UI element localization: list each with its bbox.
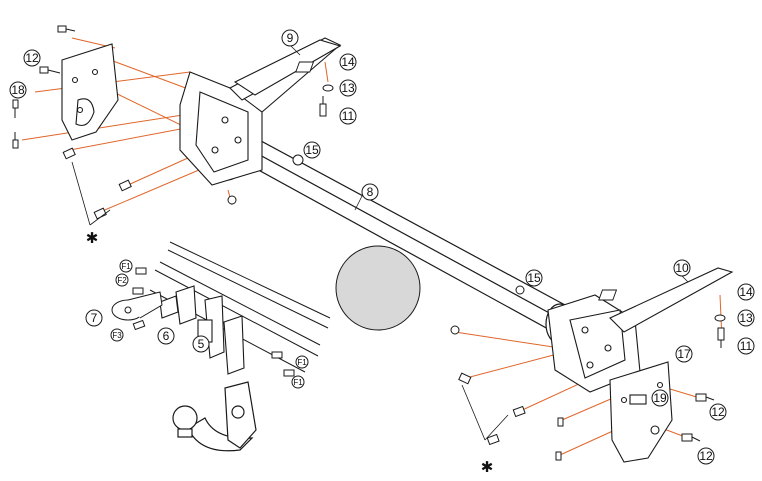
hub-circle: [335, 245, 421, 331]
callout-f1-top: F1: [121, 262, 131, 271]
callout-f2: F2: [117, 276, 127, 285]
callout-7: 7: [91, 311, 98, 325]
star-marker-left: ✱: [86, 229, 99, 247]
callout-12-right-bottom: 12: [699, 449, 713, 463]
callout-f3: F3: [112, 331, 122, 340]
callout-12-left: 12: [25, 51, 39, 65]
callout-f1-bottom: F1: [293, 378, 303, 387]
callout-18: 18: [11, 83, 25, 97]
left-outer-plate: [61, 43, 119, 141]
arm-part-9: [233, 39, 342, 96]
callout-f1-mid: F1: [297, 358, 307, 367]
tow-ball: [172, 381, 257, 452]
leader-lines: [71, 44, 689, 441]
callout-14-right: 14: [739, 285, 753, 299]
callout-5: 5: [198, 337, 205, 351]
electrical-plate-part-7: [111, 291, 163, 321]
callout-13-left: 13: [341, 81, 355, 95]
callout-12-right-top: 12: [711, 405, 725, 419]
ball-mount-bracket: [159, 285, 245, 375]
callout-15-right: 15: [527, 271, 541, 285]
callout-9: 9: [287, 31, 294, 45]
callout-circles: [9, 29, 755, 465]
callout-13-right: 13: [739, 311, 753, 325]
callout-17: 17: [677, 347, 691, 361]
callout-11-right: 11: [740, 339, 753, 353]
callout-19: 19: [653, 391, 667, 405]
callout-8: 8: [367, 185, 374, 199]
callout-11-left: 11: [342, 109, 355, 123]
right-outer-plate: [609, 361, 673, 463]
callout-10: 10: [675, 261, 689, 275]
callout-6: 6: [163, 329, 170, 343]
bolts: [12, 25, 726, 461]
callout-labels: 9 8 10 11 11 12 12 12 13 13 14 14 15 15 …: [11, 31, 753, 476]
callout-15-left: 15: [305, 143, 319, 157]
star-marker-right: ✱: [481, 458, 494, 476]
callout-14-left: 14: [341, 55, 355, 69]
right-bracket: [547, 267, 734, 393]
